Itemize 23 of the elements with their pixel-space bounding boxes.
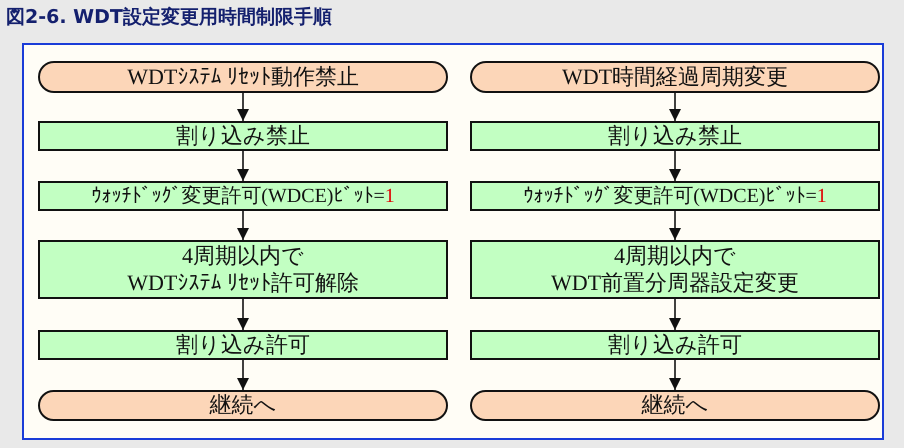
terminal-box: 継続へ	[470, 390, 880, 421]
process-box: ｳｫｯﾁﾄﾞｯｸﾞ変更許可(WDCE)ﾋﾞｯﾄ=1	[38, 181, 448, 211]
arrow	[237, 211, 249, 240]
arrow	[237, 93, 249, 121]
figure-title: 図2-6. WDT設定変更用時間制限手順	[6, 5, 332, 30]
terminal-box: WDTｼｽﾃﾑ ﾘｾｯﾄ動作禁止	[38, 61, 448, 93]
arrow	[669, 211, 681, 240]
arrow	[237, 360, 249, 390]
terminal-box: 継続へ	[38, 390, 448, 421]
terminal-box: WDT時間経過周期変更	[470, 61, 880, 93]
process-box: ｳｫｯﾁﾄﾞｯｸﾞ変更許可(WDCE)ﾋﾞｯﾄ=1	[470, 181, 880, 211]
process-box: 割り込み禁止	[38, 121, 448, 151]
arrow	[669, 299, 681, 330]
process-box: 4周期以内でWDTｼｽﾃﾑ ﾘｾｯﾄ許可解除	[38, 240, 448, 299]
arrow	[669, 151, 681, 181]
arrow	[237, 299, 249, 330]
arrow	[669, 360, 681, 390]
process-box: 割り込み許可	[470, 330, 880, 360]
process-box: 4周期以内でWDT前置分周器設定変更	[470, 240, 880, 299]
process-box: 割り込み許可	[38, 330, 448, 360]
arrow	[669, 93, 681, 121]
arrow	[237, 151, 249, 181]
process-box: 割り込み禁止	[470, 121, 880, 151]
